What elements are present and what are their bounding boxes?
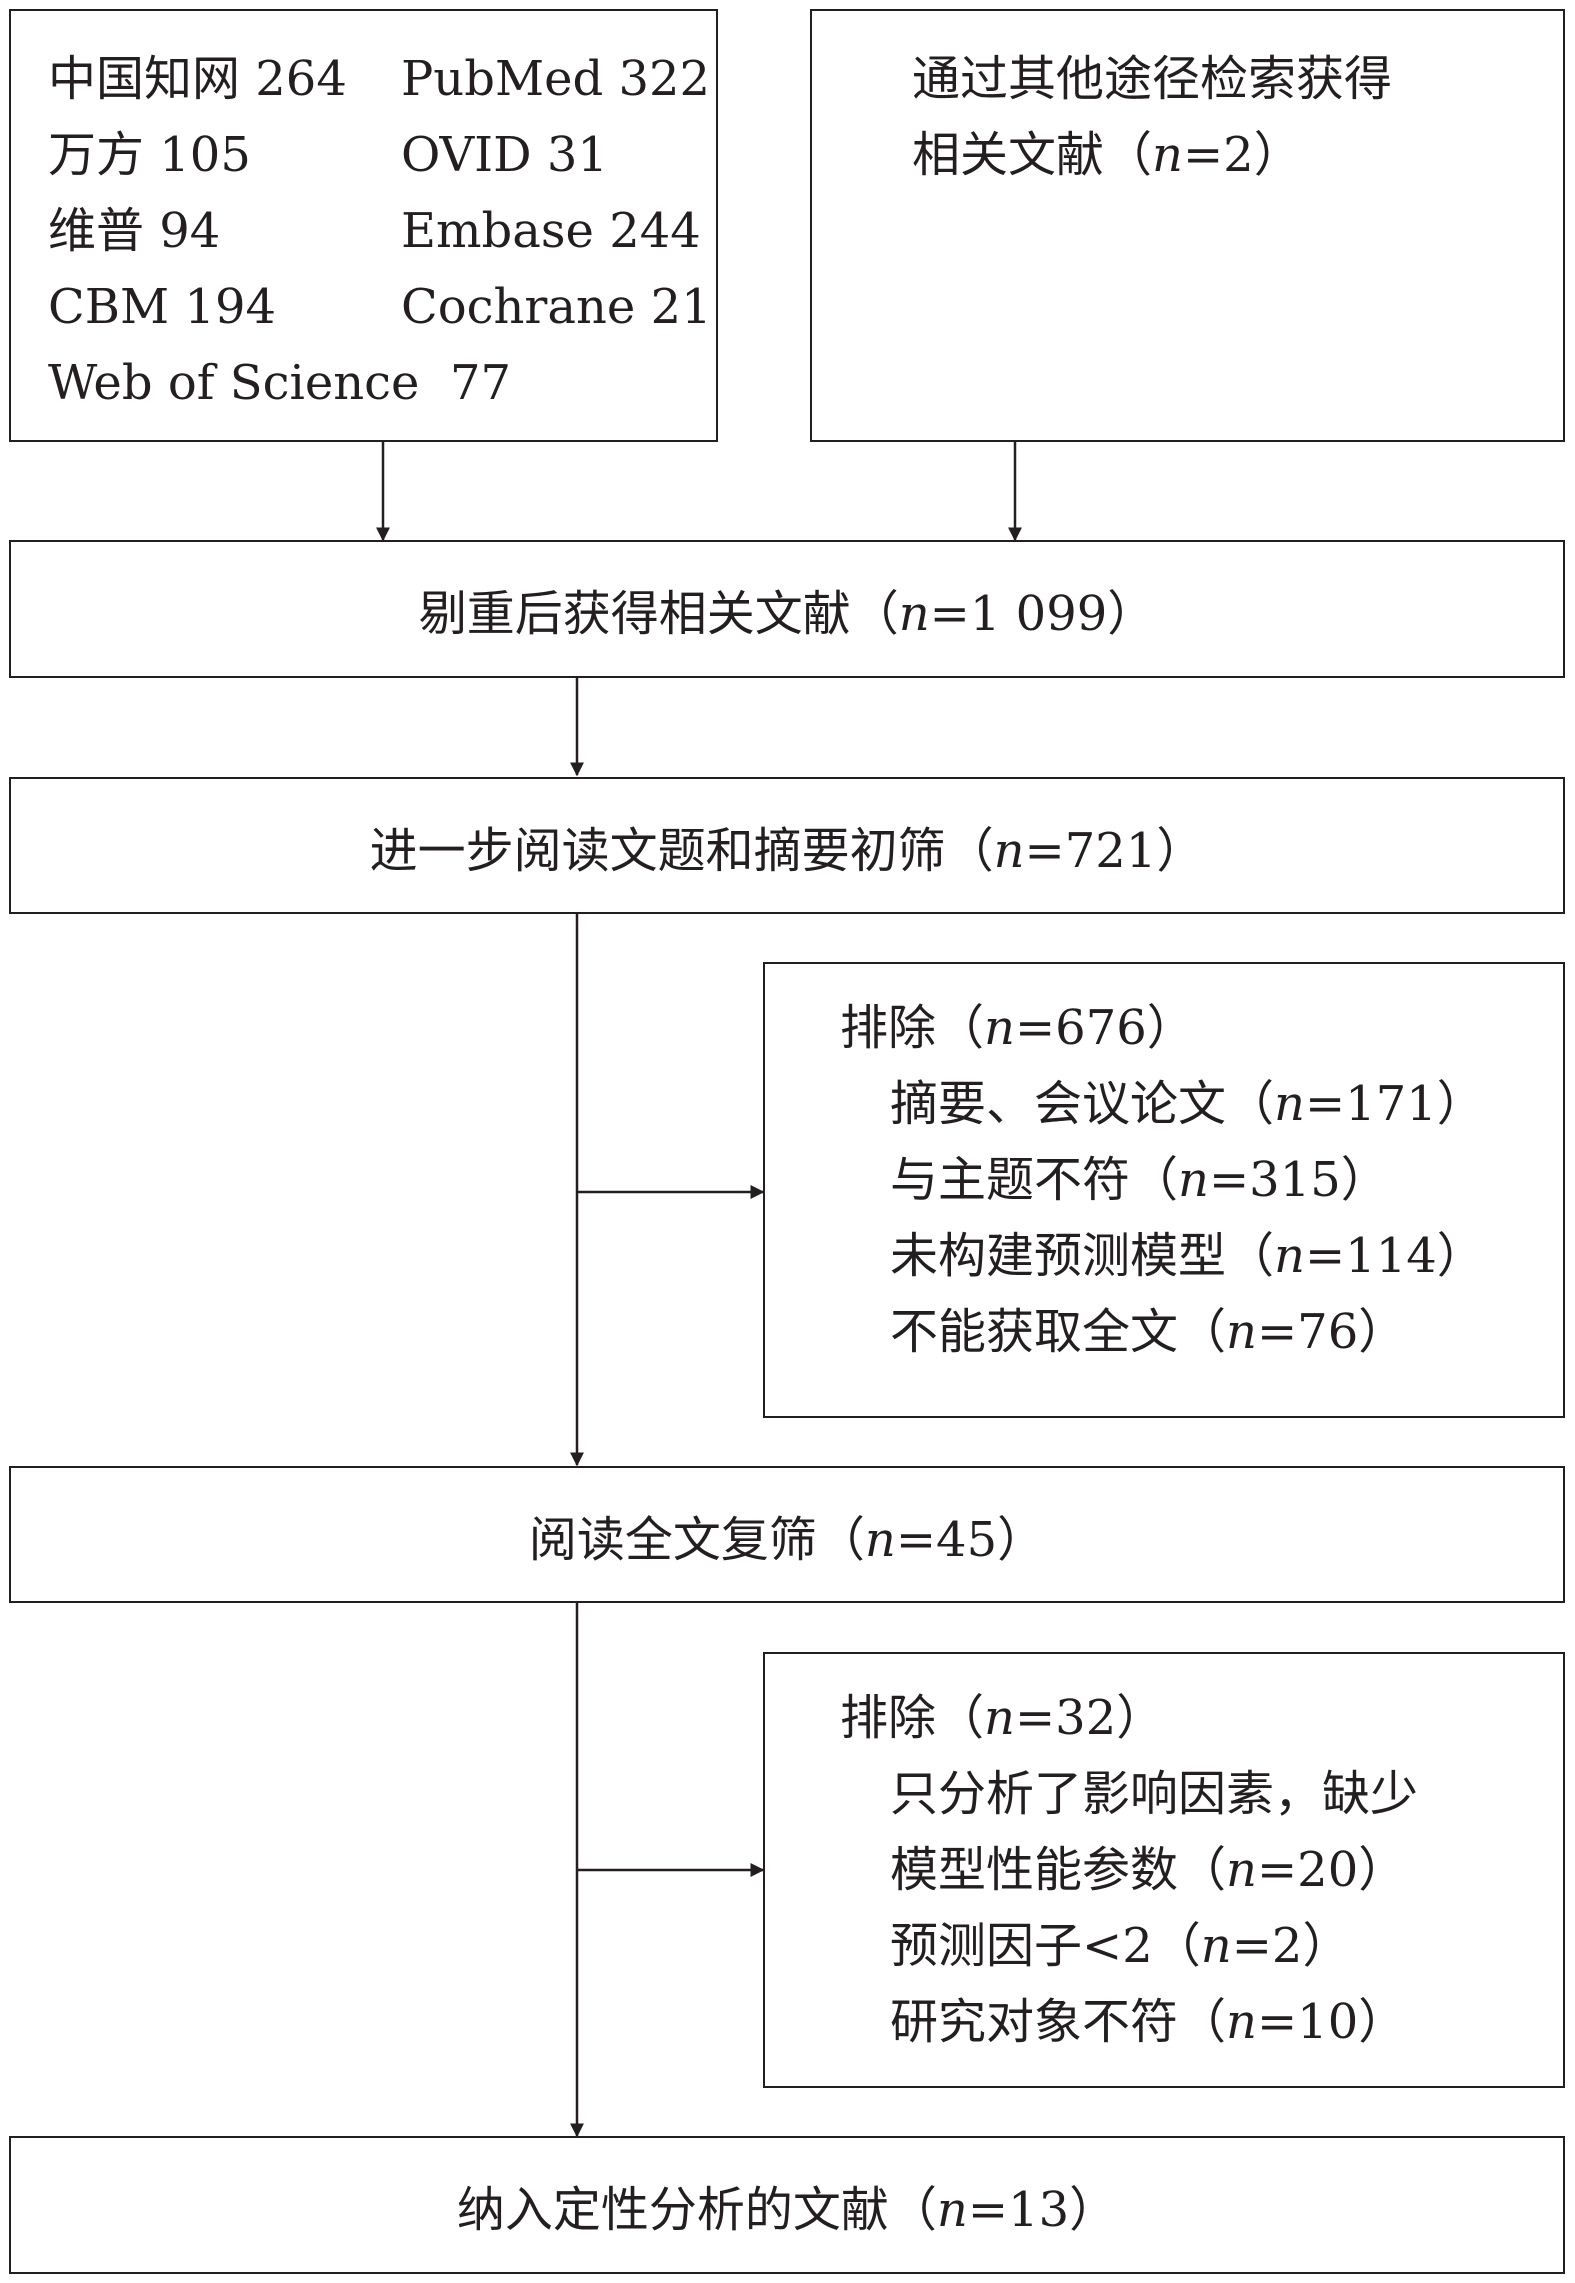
dedup-box: 剔重后获得相关文献（n=1 099） [9,540,1565,678]
databases-box: 中国知网 264 万方 105 维普 94 CBM 194 Web of Sci… [9,9,718,442]
db-wanfang: 万方 105 [48,127,251,183]
exclusion1-item-abstracts: 摘要、会议论文（n=171） [890,1076,1485,1132]
db-ovid: OVID 31 [401,127,608,183]
screening-label: 进一步阅读文题和摘要初筛（n=721） [369,822,1205,879]
exclusion2-item-population: 研究对象不符（n=10） [890,1994,1407,2050]
exclusion2-item-predictors: 预测因子<2（n=2） [890,1918,1351,1974]
dedup-label: 剔重后获得相关文献（n=1 099） [418,586,1156,642]
db-embase: Embase 244 [401,203,701,259]
db-vip: 维普 94 [48,203,221,259]
other-sources-line1: 通过其他途径检索获得 [912,51,1393,107]
db-pubmed: PubMed 322 [401,51,711,107]
exclusion1-item-no-model: 未构建预测模型（n=114） [890,1228,1485,1284]
fulltext-label: 阅读全文复筛（n=45） [528,1511,1046,1568]
exclusion2-item-factors-line1: 只分析了影响因素，缺少 [890,1766,1419,1822]
exclusion1-item-no-fulltext: 不能获取全文（n=76） [890,1304,1407,1360]
exclusion1-title: 排除（n=676） [840,1000,1195,1056]
fulltext-box: 阅读全文复筛（n=45） [9,1466,1565,1603]
db-cnki: 中国知网 264 [48,51,347,107]
included-box: 纳入定性分析的文献（n=13） [9,2136,1565,2274]
db-cochrane: Cochrane 21 [401,279,712,335]
screening-box: 进一步阅读文题和摘要初筛（n=721） [9,777,1565,914]
exclusion1-box: 排除（n=676） 摘要、会议论文（n=171） 与主题不符（n=315） 未构… [763,962,1565,1418]
exclusion1-item-off-topic: 与主题不符（n=315） [890,1152,1389,1208]
included-label: 纳入定性分析的文献（n=13） [456,2182,1118,2238]
exclusion2-title: 排除（n=32） [840,1690,1165,1746]
exclusion2-box: 排除（n=32） 只分析了影响因素，缺少 模型性能参数（n=20） 预测因子<2… [763,1652,1565,2088]
other-sources-line2: 相关文献（n=2） [912,127,1302,183]
db-web-of-science: Web of Science 77 [48,355,512,411]
exclusion2-item-factors-line2: 模型性能参数（n=20） [890,1842,1407,1898]
other-sources-box: 通过其他途径检索获得 相关文献（n=2） [810,9,1565,442]
db-cbm: CBM 194 [48,279,277,335]
